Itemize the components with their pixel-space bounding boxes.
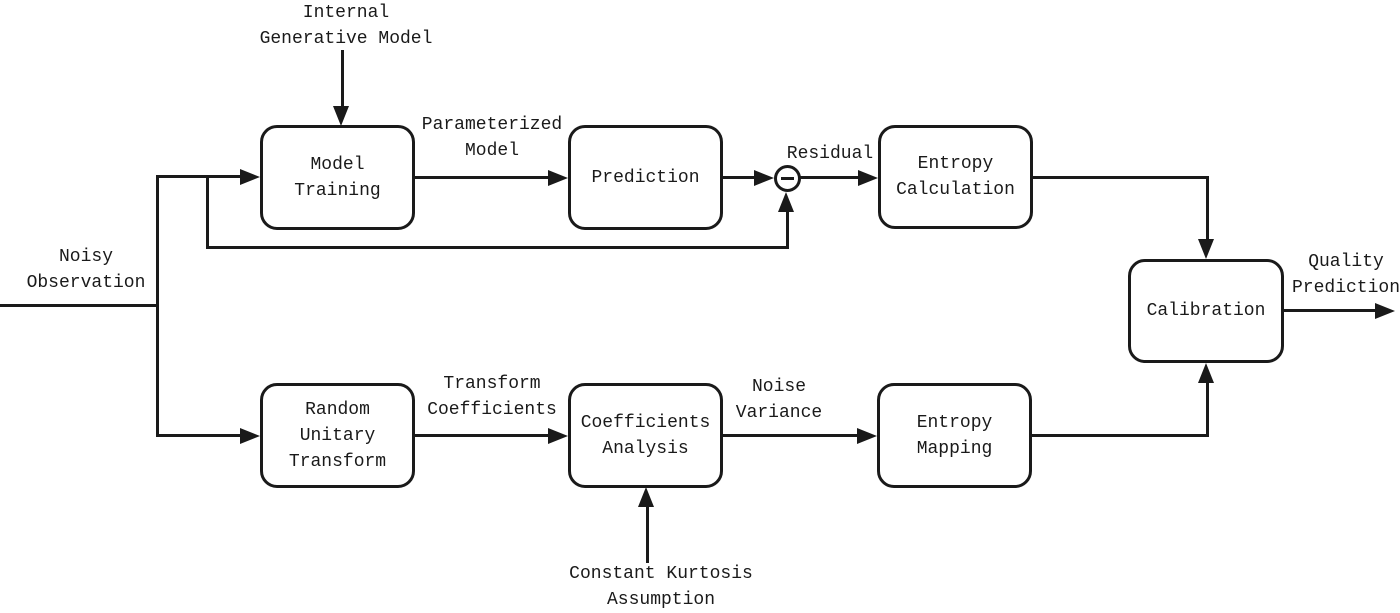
label-internal-generative-model: Internal Generative Model (259, 3, 433, 49)
label-residual: Residual (786, 144, 874, 164)
arrowhead-igm-icon (333, 106, 349, 126)
node-model-training: Model Training (260, 125, 415, 230)
arrowhead-bypass-icon (778, 192, 794, 212)
arrowhead-model-training-icon (240, 169, 260, 185)
node-random-unitary-transform: Random Unitary Transform (260, 383, 415, 488)
edge-kurtosis-to-coefficients-analysis (646, 507, 649, 563)
edge-bypass-vertical-left (206, 175, 209, 249)
minus-icon (781, 177, 794, 180)
subtraction-node (774, 165, 801, 192)
node-coefficients-analysis: Coefficients Analysis (568, 383, 723, 488)
edge-bypass-vertical-right (786, 210, 789, 249)
edge-sum-to-entropy-calculation (800, 176, 858, 179)
edge-calibration-output (1284, 309, 1376, 312)
edge-entropy-mapping-out (1032, 434, 1209, 437)
edge-noisy-observation-input (0, 304, 158, 307)
edge-igm-to-model-training (341, 50, 344, 108)
label-noisy-observation: Noisy Observation (26, 247, 146, 293)
edge-to-random-unitary-transform (156, 434, 241, 437)
node-entropy-mapping: Entropy Mapping (877, 383, 1032, 488)
arrowhead-entropy-calculation-icon (858, 170, 878, 186)
node-prediction: Prediction (568, 125, 723, 230)
edge-model-training-to-prediction (415, 176, 548, 179)
arrowhead-sum-icon (754, 170, 774, 186)
edge-entropy-calculation-down (1206, 176, 1209, 239)
arrowhead-output-icon (1375, 303, 1395, 319)
label-constant-kurtosis-assumption: Constant Kurtosis Assumption (569, 564, 753, 610)
edge-rut-to-coefficients-analysis (415, 434, 548, 437)
edge-ca-to-entropy-mapping (723, 434, 857, 437)
arrowhead-calibration-bottom-icon (1198, 363, 1214, 383)
arrowhead-random-unitary-transform-icon (240, 428, 260, 444)
label-noise-variance: Noise Variance (735, 377, 823, 423)
node-calibration: Calibration (1128, 259, 1284, 363)
label-quality-prediction: Quality Prediction (1291, 252, 1400, 298)
arrowhead-prediction-icon (548, 170, 568, 186)
edge-to-model-training (156, 175, 241, 178)
edge-trunk-vertical (156, 175, 159, 437)
edge-entropy-calculation-out (1032, 176, 1209, 179)
arrowhead-entropy-mapping-icon (857, 428, 877, 444)
edge-entropy-mapping-up (1206, 383, 1209, 437)
arrowhead-coefficients-analysis-icon (548, 428, 568, 444)
edge-prediction-to-sum (723, 176, 755, 179)
arrowhead-calibration-top-icon (1198, 239, 1214, 259)
label-transform-coefficients: Transform Coefficients (427, 374, 557, 420)
label-parameterized-model: Parameterized Model (421, 115, 563, 161)
edge-bypass-horizontal (206, 246, 788, 249)
arrowhead-kurtosis-icon (638, 487, 654, 507)
node-entropy-calculation: Entropy Calculation (878, 125, 1033, 229)
